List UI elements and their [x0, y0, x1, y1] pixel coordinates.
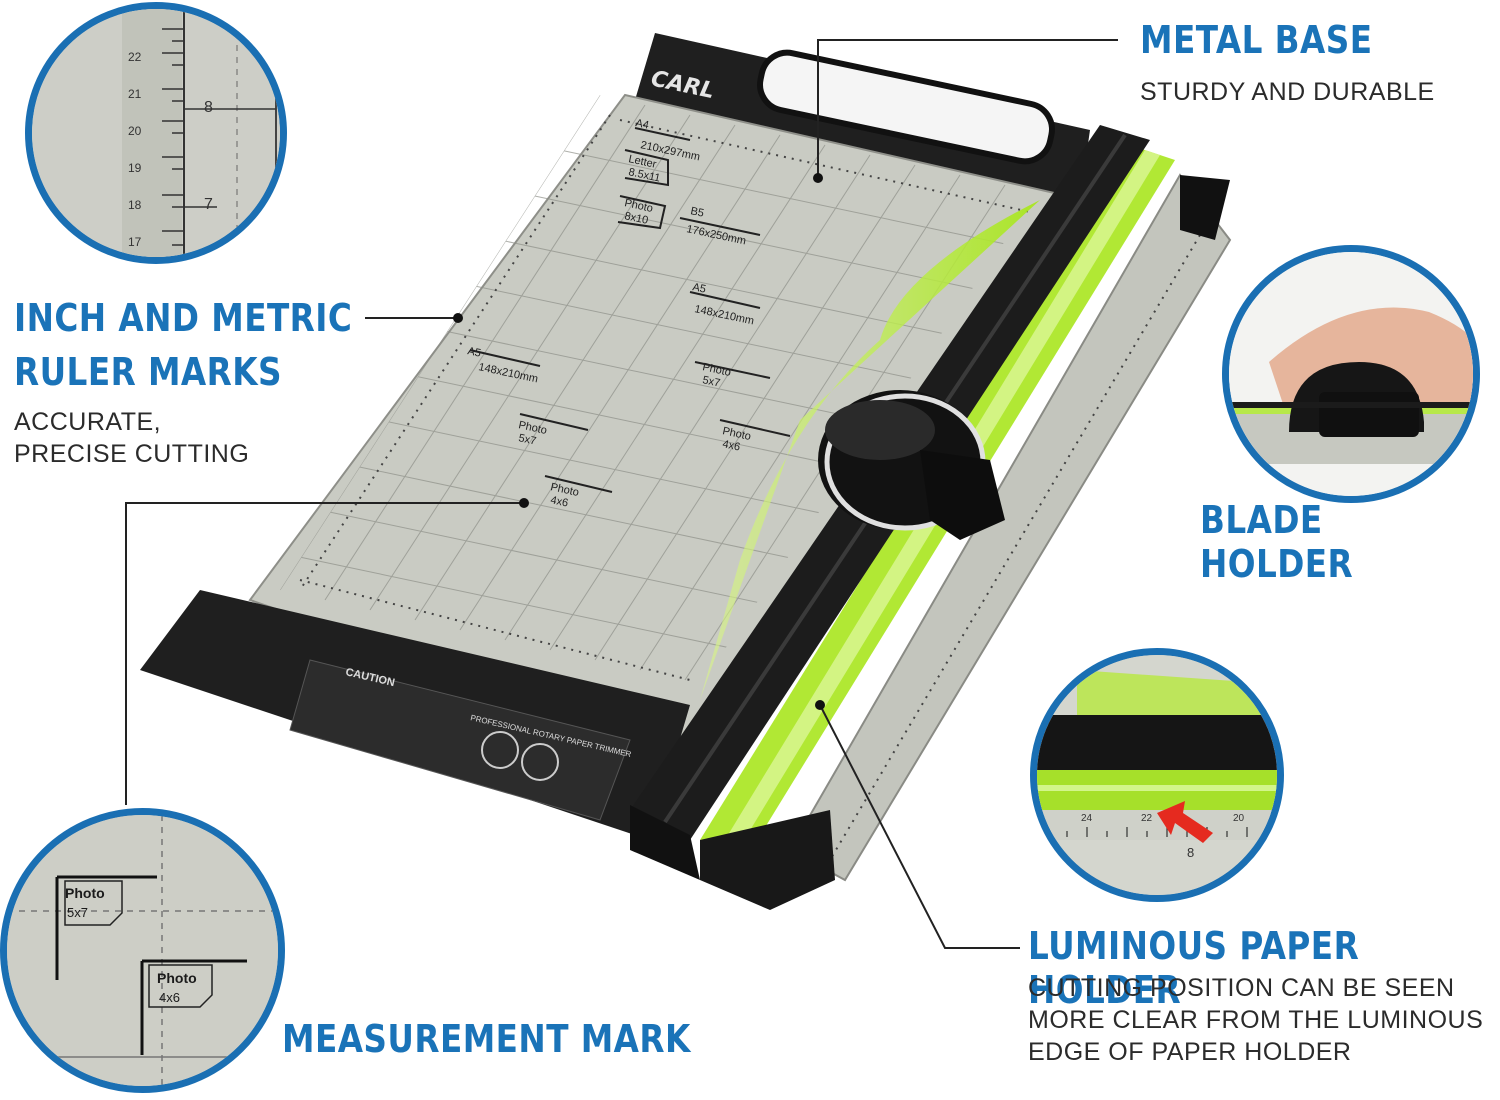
- svg-text:Photo: Photo: [517, 419, 548, 437]
- svg-text:B5: B5: [689, 205, 705, 220]
- left-ruler: [299, 114, 611, 591]
- carry-handle: [757, 49, 1055, 165]
- rail-end-right: [700, 810, 835, 910]
- svg-text:A5: A5: [691, 281, 707, 296]
- zoom-size-label-2: 4x6: [159, 990, 180, 1005]
- ruler-marks-title-line1: INCH AND METRIC: [14, 296, 353, 340]
- measurement-title: MEASUREMENT MARK: [282, 1017, 691, 1061]
- ruler-zoom-callout: 22 21 20 19 18 17 8 7: [25, 2, 287, 264]
- paper-holder-subtitle-line3: EDGE OF PAPER HOLDER: [1028, 1038, 1352, 1066]
- ruler-marks-subtitle-line1: ACCURATE,: [14, 408, 162, 436]
- metric-tick-labels: 22 21 20 19 18 17: [128, 50, 142, 249]
- holder-tick-24: 24: [1081, 813, 1093, 824]
- blade-holder[interactable]: [818, 390, 1005, 540]
- holder-tick-20: 20: [1233, 813, 1245, 824]
- red-arrow-icon: [1157, 801, 1213, 843]
- svg-text:Photo: Photo: [549, 481, 580, 499]
- svg-text:8x10: 8x10: [623, 210, 649, 227]
- inch-tick-7: 7: [204, 196, 213, 213]
- leader-lines: [125, 39, 1118, 949]
- template-labels: A4 210x297mm Letter 8.5x11 Photo 8x10 B5…: [466, 117, 755, 509]
- metal-base-title: METAL BASE: [1140, 18, 1373, 62]
- svg-text:4x6: 4x6: [549, 494, 569, 509]
- metal-base-subtitle: STURDY AND DURABLE: [1140, 78, 1435, 106]
- paper-holder-subtitle-line1: CUTTING POSITION CAN BE SEEN: [1028, 974, 1455, 1002]
- svg-text:Photo: Photo: [701, 361, 732, 379]
- ruler-marks-title-line2: RULER MARKS: [14, 350, 282, 394]
- paper-holder-zoom-callout: 24 22 20 8: [1030, 648, 1284, 902]
- bottom-ruler: [299, 579, 691, 681]
- measurement-zoom-callout: Photo 5x7 Photo 4x6: [0, 808, 285, 1093]
- zoom-size-label-1: 5x7: [67, 905, 88, 920]
- svg-text:A4: A4: [634, 117, 650, 132]
- svg-text:4x6: 4x6: [721, 438, 741, 453]
- holder-tick-22: 22: [1141, 813, 1153, 824]
- safety-icons: [481, 731, 559, 781]
- svg-text:Photo: Photo: [623, 197, 654, 215]
- paper-holder-title: LUMINOUS PAPER HOLDER: [1028, 924, 1360, 1012]
- inch-tick-8: 8: [204, 99, 213, 116]
- rail-end-left: [630, 805, 700, 880]
- blade-holder-title: BLADE HOLDER: [1200, 498, 1354, 586]
- blade-holder-zoom-callout: [1222, 245, 1480, 503]
- svg-text:Letter: Letter: [627, 153, 657, 171]
- paper-size-templates: [469, 127, 791, 493]
- svg-text:5x7: 5x7: [701, 374, 721, 389]
- right-ruler-ticks: [829, 234, 1201, 861]
- rail-top-cap: [1180, 175, 1230, 240]
- leader-dots: [453, 173, 825, 710]
- holder-tick-8: 8: [1187, 845, 1195, 860]
- ruler-marks-subtitle-line2: PRECISE CUTTING: [14, 440, 250, 468]
- svg-text:Photo: Photo: [721, 425, 752, 443]
- svg-text:5x7: 5x7: [517, 432, 537, 447]
- paper-holder-subtitle-line2: MORE CLEAR FROM THE LUMINOUS: [1028, 1006, 1484, 1034]
- zoom-photo-label-1: Photo: [65, 885, 105, 901]
- zoom-photo-label-2: Photo: [157, 970, 197, 986]
- svg-text:A5: A5: [466, 345, 482, 360]
